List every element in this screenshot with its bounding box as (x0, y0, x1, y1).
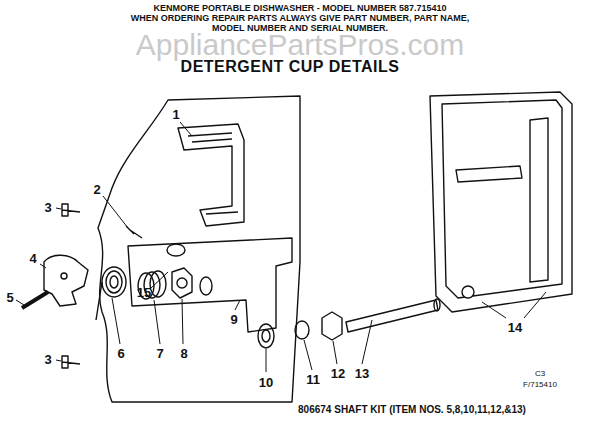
callout-number: 5 (6, 291, 13, 304)
hole (167, 244, 185, 256)
o-ring (200, 277, 212, 295)
leader-lines (16, 122, 546, 372)
callout-number: 14 (508, 321, 522, 334)
callout-number: 6 (117, 347, 124, 360)
drawing-code: F/715410 (523, 381, 557, 389)
washer (295, 321, 309, 339)
nut (172, 268, 192, 298)
callout-number: 3 (44, 353, 51, 366)
callout-number: 7 (156, 347, 163, 360)
diagram-title: DETERGENT CUP DETAILS (181, 59, 400, 75)
bracket-ribs (188, 133, 238, 214)
cup-detail (442, 100, 562, 298)
shaft (346, 300, 438, 332)
callout-number: 9 (230, 313, 237, 326)
kit-note: 806674 SHAFT KIT (ITEM NOS. 5,8,10,11,12… (298, 405, 526, 415)
latch-part (44, 255, 88, 306)
header-note: WHEN ORDERING REPAIR PARTS ALWAYS GIVE P… (131, 14, 470, 23)
pin (22, 292, 48, 308)
callout-number: 13 (355, 367, 369, 380)
detergent-cup (430, 92, 572, 312)
screw (62, 204, 142, 368)
callout-number: 10 (259, 376, 273, 389)
shaft-end (434, 299, 440, 311)
door-panel (98, 96, 300, 402)
latch-hole (61, 273, 67, 279)
watermark: AppliancePartsPros.com (136, 30, 464, 60)
latch-bracket (178, 124, 244, 226)
lever-plate (128, 238, 292, 332)
hex-washer (322, 312, 342, 340)
cup-hinge (462, 286, 474, 298)
callout-number: 1 (172, 108, 179, 121)
header-note: KENMORE PORTABLE DISHWASHER - MODEL NUMB… (153, 4, 446, 13)
callout-number: 15 (137, 286, 151, 299)
callout-number: 8 (180, 347, 187, 360)
spring (96, 267, 126, 320)
nut-hole (177, 278, 187, 288)
callout-number: 3 (44, 201, 51, 214)
washer (258, 324, 274, 348)
callout-number: 11 (306, 373, 320, 386)
drawing-code: C3 (535, 370, 545, 378)
callout-number: 12 (331, 367, 345, 380)
callout-number: 2 (93, 183, 100, 196)
callout-number: 4 (29, 252, 36, 265)
washer-hole (262, 330, 270, 342)
